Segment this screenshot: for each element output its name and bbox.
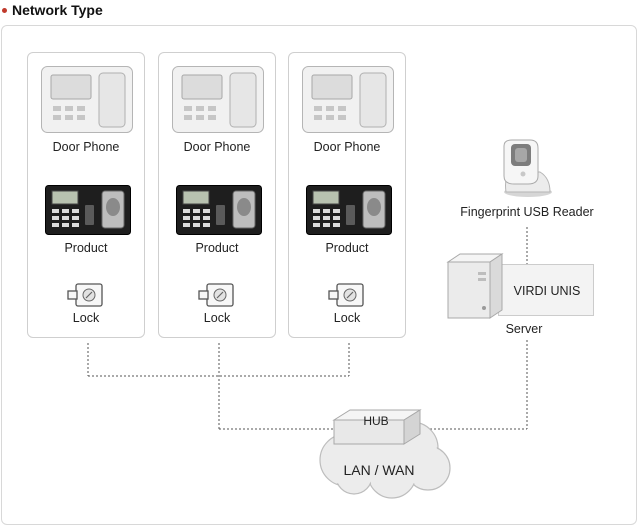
lock-icon [328,283,364,307]
fingerprint-reader-icon [503,139,552,197]
server-software-box: VIRDI UNIS [498,264,594,316]
product-terminal-icon [45,185,131,235]
door-phone-icon [302,66,394,133]
product-label: Product [325,241,369,255]
product-label: Product [64,241,108,255]
access-panel-3: Door Phone Product Lock [288,52,406,338]
bullet-icon [2,7,7,13]
access-panel-1: Door Phone Product Lock [27,52,145,338]
door-phone-icon [172,66,264,133]
server-icon [446,253,504,319]
hub-label: HUB [363,414,389,428]
door-phone-label: Door Phone [52,140,120,154]
door-phone-label: Door Phone [313,140,381,154]
section-title: Network Type [2,2,103,18]
product-label: Product [195,241,239,255]
fingerprint-reader-label: Fingerprint USB Reader [460,205,594,219]
product-terminal-icon [176,185,262,235]
lock-label: Lock [333,311,361,325]
product-terminal-icon [306,185,392,235]
server-software-label: VIRDI UNIS [513,284,581,298]
lock-icon [198,283,234,307]
lock-icon [67,283,103,307]
hub-icon [332,409,422,445]
access-panel-2: Door Phone Product Lock [158,52,276,338]
server-label: Server [505,322,543,336]
lock-label: Lock [72,311,100,325]
door-phone-icon [41,66,133,133]
door-phone-label: Door Phone [183,140,251,154]
section-title-text: Network Type [12,2,103,18]
lock-label: Lock [203,311,231,325]
network-label: LAN / WAN [343,462,415,478]
